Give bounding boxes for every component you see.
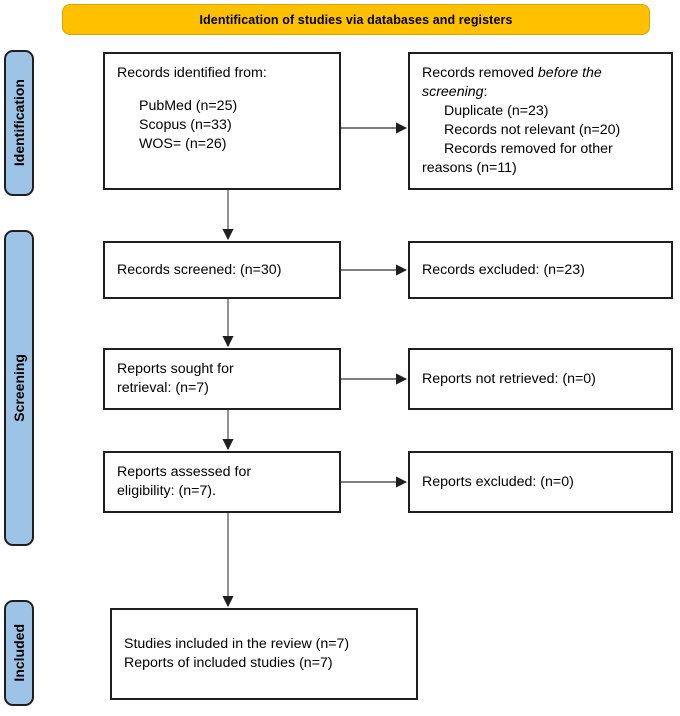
box-records-removed-heading: Records removed before the screening: <box>422 64 659 102</box>
box-records-removed-heading-prefix: Records removed <box>422 65 538 82</box>
box-records-removed: Records removed before the screening: Du… <box>408 52 673 190</box>
box-studies-included: Studies included in the review (n=7) Rep… <box>110 608 418 700</box>
box-records-identified: Records identified from: PubMed (n=25) S… <box>103 52 341 190</box>
removal-reason-duplicate: Duplicate (n=23) <box>444 103 549 120</box>
box-reports-sought-line2: retrieval: (n=7) <box>117 380 209 396</box>
box-records-identified-heading: Records identified from: <box>117 65 267 81</box>
stage-label-included: Included <box>4 600 34 706</box>
removal-reason-other-line1: Records removed for other <box>444 140 613 157</box>
box-records-removed-heading-italic: before the screening <box>422 65 602 101</box>
box-reports-excluded: Reports excluded: (n=0) <box>408 451 673 513</box>
box-records-removed-heading-suffix: : <box>483 84 488 101</box>
box-records-screened: Records screened: (n=30) <box>103 241 341 299</box>
source-wos: WOS= (n=26) <box>139 135 227 152</box>
stage-label-screening: Screening <box>4 230 34 546</box>
header-banner-title: Identification of studies via databases … <box>199 12 513 27</box>
box-records-screened-text: Records screened: (n=30) <box>117 261 282 278</box>
source-scopus: Scopus (n=33) <box>139 116 232 133</box>
box-records-excluded-text: Records excluded: (n=23) <box>422 261 585 278</box>
box-reports-assessed: Reports assessed for eligibility: (n=7). <box>103 451 341 513</box>
box-reports-sought-line1: Reports sought for <box>117 361 234 378</box>
box-reports-not-retrieved: Reports not retrieved: (n=0) <box>408 348 673 410</box>
removal-reason-not-relevant: Records not relevant (n=20) <box>444 122 621 138</box>
header-banner: Identification of studies via databases … <box>62 4 650 35</box>
box-studies-included-line2: Reports of included studies (n=7) <box>124 655 333 671</box>
box-reports-assessed-line1: Reports assessed for <box>117 464 252 481</box>
box-reports-not-retrieved-text: Reports not retrieved: (n=0) <box>422 370 596 387</box>
stage-label-identification: Identification <box>4 50 34 196</box>
box-studies-included-line1: Studies included in the review (n=7) <box>124 636 350 653</box>
box-reports-sought: Reports sought for retrieval: (n=7) <box>103 348 341 410</box>
box-reports-assessed-line2: eligibility: (n=7). <box>117 483 216 499</box>
box-records-excluded: Records excluded: (n=23) <box>408 241 673 299</box>
removal-reason-other-line2: reasons (n=11) <box>422 159 517 176</box>
source-pubmed: PubMed (n=25) <box>139 97 238 114</box>
box-reports-excluded-text: Reports excluded: (n=0) <box>422 473 574 490</box>
